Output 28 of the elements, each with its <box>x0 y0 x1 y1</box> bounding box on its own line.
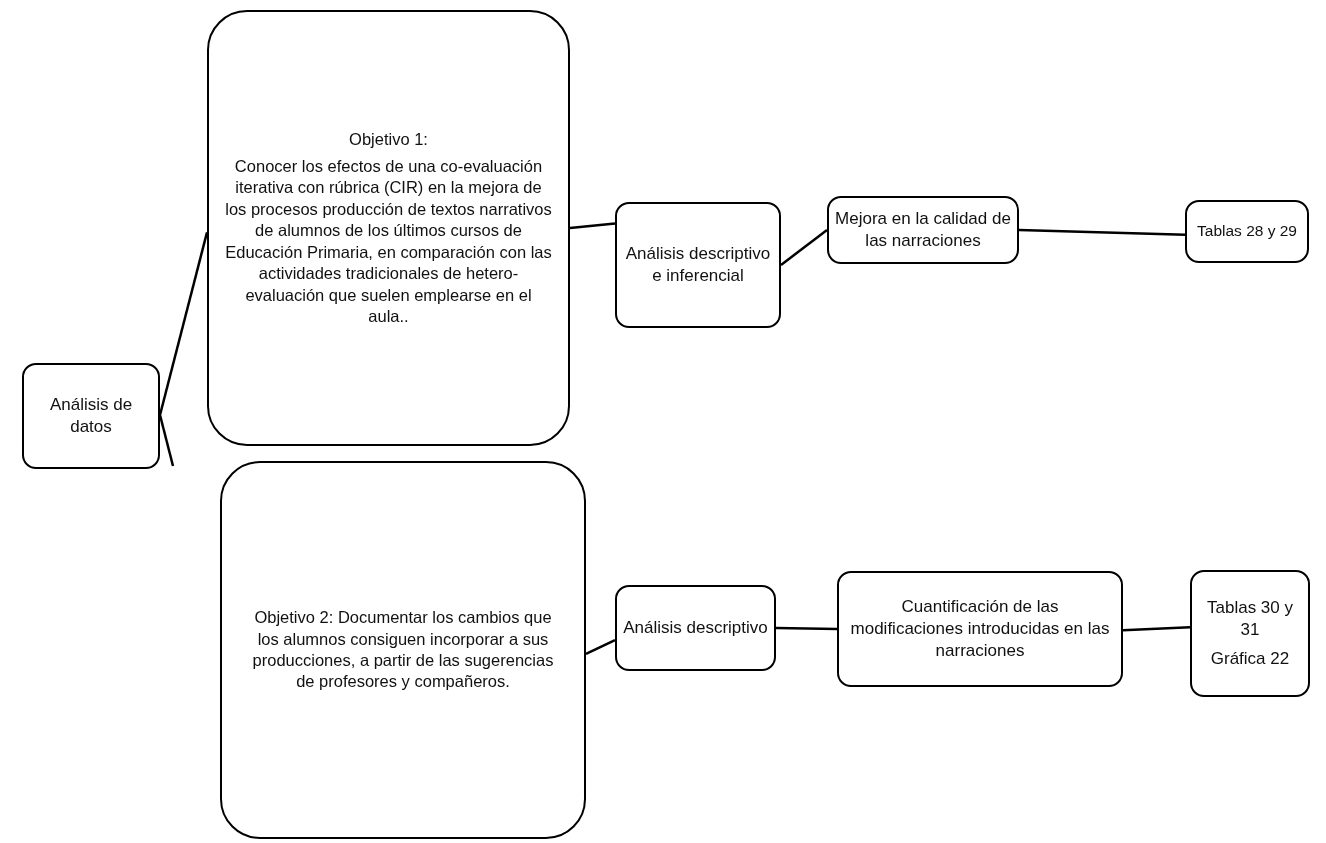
node-text: Análisis de datos <box>48 393 134 438</box>
node-text: Análisis descriptivo e inferencial <box>624 242 772 287</box>
text-box <box>615 585 776 671</box>
node-text: Mejora en la calidad de las narraciones <box>835 207 1011 252</box>
connector-line <box>1122 625 1191 632</box>
text-box <box>207 10 570 446</box>
connector-line <box>585 638 616 655</box>
node-text: Análisis descriptivo <box>623 616 768 639</box>
connector-line <box>158 414 175 467</box>
text-box <box>1185 200 1309 263</box>
text-box <box>837 571 1123 687</box>
node-text: Objetivo 2: Documentar los cambios que los alumnos consiguen incorporar a sus producciones, a partir de las sugerencias de profesores y compañeros. <box>251 607 555 693</box>
connector-line <box>158 232 209 416</box>
text-box <box>615 202 781 328</box>
heading-text: Tablas 30 y 31 <box>1206 597 1294 642</box>
node-text: Gráfica 22 <box>1210 647 1290 670</box>
node-text: Tablas 28 y 29 <box>1197 221 1297 242</box>
connector-line <box>1018 228 1186 236</box>
node-text: Conocer los efectos de una co-evaluación iterativa con rúbrica (CIR) en la mejora de los procesos producción de textos narrativos de alumnos de los últimos cursos de Educación Primaria, en comparación con las actividades tradicionales de hetero-evaluación que suelen emplearse en el aula.. <box>225 155 552 328</box>
node-text: Cuantificación de las modificaciones introducidas en las narraciones <box>849 595 1111 663</box>
text-box <box>1190 570 1310 697</box>
text-box <box>827 196 1019 264</box>
connector-line <box>780 229 828 266</box>
heading-text: Objetivo 1: <box>349 128 428 150</box>
connector-line <box>569 222 616 230</box>
text-box <box>220 461 586 839</box>
text-box <box>22 363 160 469</box>
connector-line <box>775 626 838 631</box>
